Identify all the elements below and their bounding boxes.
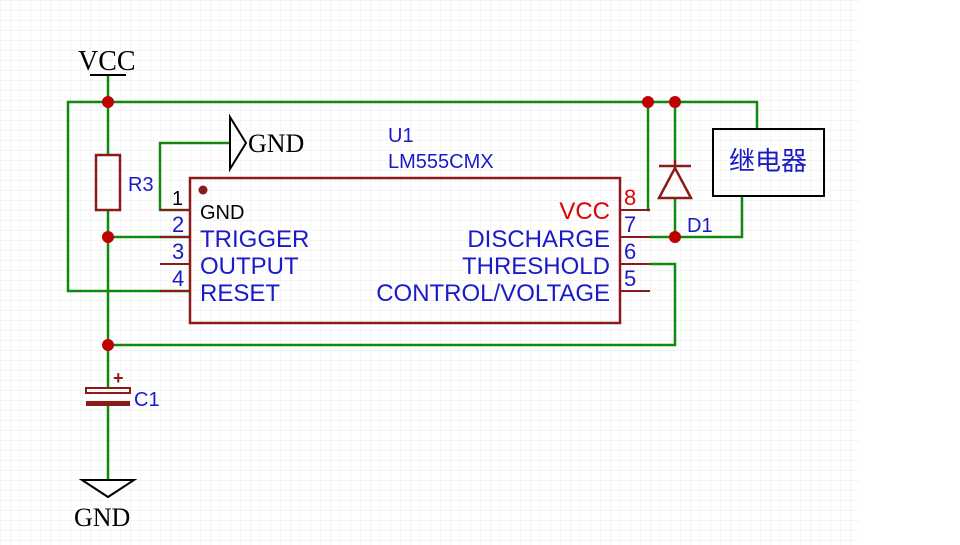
ic-pin-5-name: CONTROL/VOLTAGE xyxy=(376,280,610,307)
wire-threshold-loop xyxy=(108,262,677,347)
ic-right-pin-leads xyxy=(620,209,650,292)
relay-box[interactable] xyxy=(712,128,825,197)
capacitor-polarity: + xyxy=(113,368,124,388)
junction-dot xyxy=(669,96,681,108)
junction-dot xyxy=(669,231,681,243)
ic-part-number: LM555CMX xyxy=(388,151,494,173)
grid-background xyxy=(0,0,860,545)
capacitor-c1-label: C1 xyxy=(134,389,160,411)
gnd-top-label: GND xyxy=(248,129,304,158)
junction-dot xyxy=(102,96,114,108)
ic-pin-7-number: 7 xyxy=(624,212,636,237)
ic-pin-4-number: 4 xyxy=(172,266,184,291)
diode-d1[interactable] xyxy=(656,160,694,200)
ic-pin-1-number: 1 xyxy=(172,188,183,210)
ic-pin-8-number: 8 xyxy=(624,185,636,210)
wire-reset-loop xyxy=(66,100,190,293)
ic-pin-8-name: VCC xyxy=(559,198,610,225)
diode-d1-label: D1 xyxy=(687,215,713,237)
ic-pin-4-name: RESET xyxy=(200,280,280,307)
resistor-r3-label: R3 xyxy=(128,174,154,196)
ic-pin-2-name: TRIGGER xyxy=(200,226,309,253)
gnd-bottom-label: GND xyxy=(74,503,130,532)
capacitor-c1[interactable] xyxy=(85,387,131,406)
ic-pin-1-name: GND xyxy=(200,202,244,224)
ic-pin-5-number: 5 xyxy=(624,266,636,291)
ic-pin1-marker xyxy=(198,185,208,195)
gnd-bottom-symbol: GND xyxy=(74,479,138,532)
junction-dot xyxy=(102,231,114,243)
junction-dot xyxy=(642,96,654,108)
ic-designator: U1 xyxy=(388,125,414,147)
ic-pin-3-number: 3 xyxy=(172,239,184,264)
gnd-top-symbol: GND xyxy=(229,113,304,173)
ic-pin-6-number: 6 xyxy=(624,239,636,264)
relay-label: 继电器 xyxy=(729,146,807,176)
junctions xyxy=(102,96,681,351)
resistor-r3[interactable] xyxy=(94,153,122,212)
ic-left-pin-leads xyxy=(160,209,190,292)
vcc-power-label: VCC xyxy=(78,46,136,77)
ic-pin-7-name: DISCHARGE xyxy=(467,226,610,253)
ic-pin-3-name: OUTPUT xyxy=(200,253,299,280)
wires xyxy=(66,75,759,480)
junction-dot xyxy=(102,339,114,351)
ic-body[interactable] xyxy=(188,176,622,325)
ic-pin-6-name: THRESHOLD xyxy=(462,253,610,280)
wire-vcc-rail xyxy=(106,75,759,129)
ic-pin-2-number: 2 xyxy=(172,212,184,237)
